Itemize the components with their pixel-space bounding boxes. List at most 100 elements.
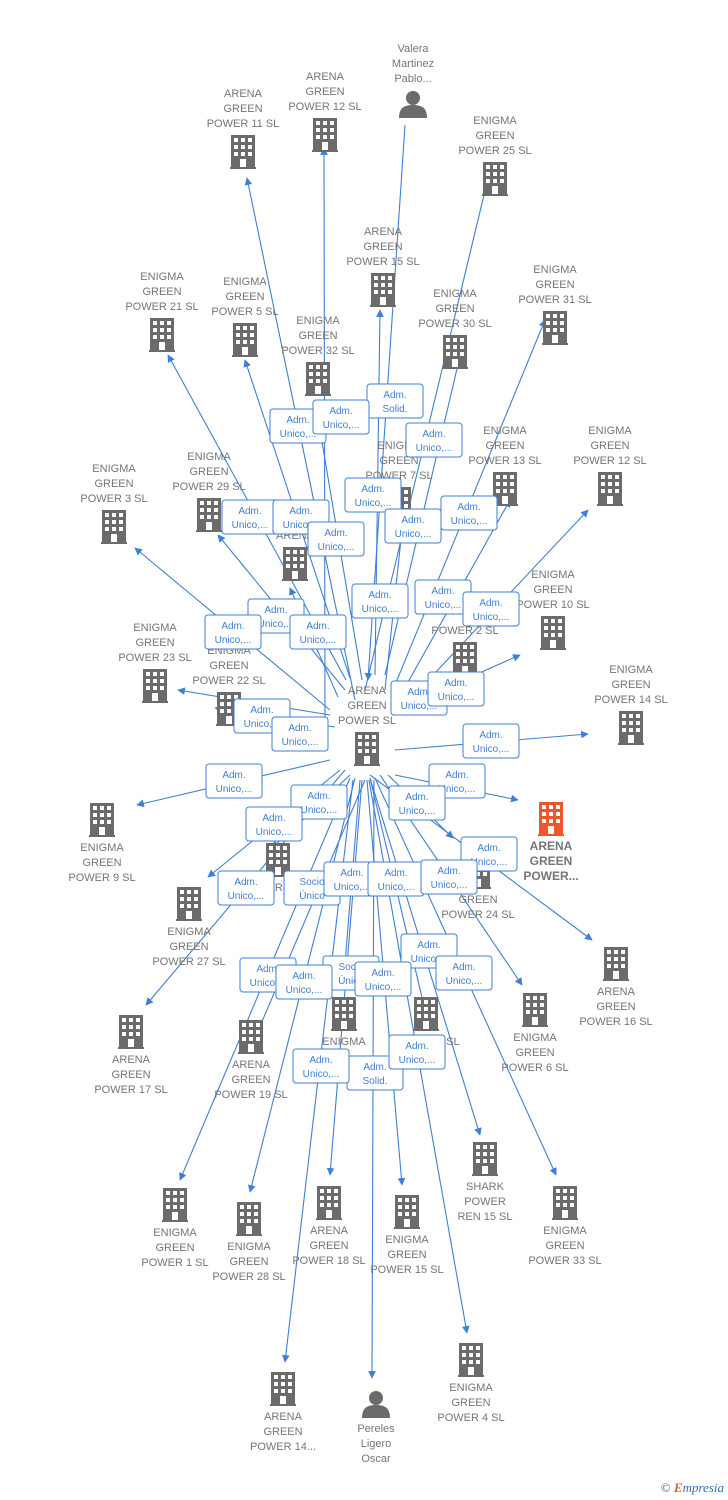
edge-role-text: Adm. bbox=[306, 621, 329, 632]
edge-role-text: Unico,... bbox=[250, 978, 287, 989]
building-icon bbox=[118, 1015, 144, 1049]
node-label: ENIGMA bbox=[296, 315, 340, 327]
node-label: GREEN bbox=[263, 1426, 302, 1438]
node-label: POWER 5 SL bbox=[211, 306, 278, 318]
edge-role-label: Adm.Unico,... bbox=[292, 1048, 350, 1084]
edge-role-text: Unico,... bbox=[280, 429, 317, 440]
node-label: ARENA bbox=[348, 685, 387, 697]
node-label: POWER 30 SL bbox=[418, 318, 491, 330]
node-company[interactable]: ENIGMA bbox=[322, 997, 366, 1048]
edge-role-text: Adm. bbox=[238, 506, 261, 517]
edge-role-text: Adm. bbox=[289, 506, 312, 517]
edge-role-label: Adm.Unico,... bbox=[440, 495, 498, 531]
node-company[interactable]: POWER 2 SL bbox=[431, 625, 499, 676]
edge-role-text: Adm. bbox=[234, 877, 257, 888]
edge-role-text: Adm. bbox=[361, 484, 384, 495]
edge-role-label: Adm.Unico,... bbox=[245, 806, 303, 842]
edge-role-label: Adm.Solid. bbox=[366, 383, 424, 419]
node-label: GREEN bbox=[515, 1047, 554, 1059]
node-label: GREEN bbox=[530, 854, 573, 868]
edge-role-text: Unico,... bbox=[244, 719, 281, 730]
node-label: GREEN bbox=[189, 466, 228, 478]
node-label: GREEN bbox=[379, 455, 418, 467]
node-label: ENIGMA bbox=[588, 425, 632, 437]
node-label: Ligero bbox=[361, 1438, 392, 1450]
node-label: POWER 27 SL bbox=[152, 956, 225, 968]
edge-role-text: Adm. bbox=[477, 843, 500, 854]
building-icon bbox=[597, 472, 623, 506]
building-icon bbox=[89, 803, 115, 837]
building-icon bbox=[482, 162, 508, 196]
node-label: GREEN bbox=[545, 1240, 584, 1252]
node-label: GREEN bbox=[225, 291, 264, 303]
node-label: ENIGMA bbox=[167, 926, 211, 938]
edge-role-text: Adm. bbox=[221, 621, 244, 632]
edge-role-text: Unico,... bbox=[323, 420, 360, 431]
node-label: ENIGMA bbox=[92, 463, 136, 475]
edge-role-text: Unico,... bbox=[399, 1055, 436, 1066]
node-label: POWER 24 SL bbox=[441, 909, 514, 921]
node-label: GREEN bbox=[533, 584, 572, 596]
node-label: POWER 11 SL bbox=[207, 118, 280, 130]
node-label: POWER 22 SL bbox=[192, 675, 265, 687]
edge-role-text: Adm. bbox=[371, 968, 394, 979]
edge-role-text: Unico,... bbox=[399, 806, 436, 817]
node-label: GREEN bbox=[347, 700, 386, 712]
edge-role-text: Adm. bbox=[264, 605, 287, 616]
node-label: POWER 14... bbox=[250, 1441, 316, 1453]
node-label: POWER 19 SL bbox=[214, 1089, 287, 1101]
edge-role-text: Adm. bbox=[292, 971, 315, 982]
edge-role-label: Adm.Unico,... bbox=[290, 784, 348, 820]
brand-name: mpresia bbox=[682, 1480, 724, 1495]
node-label: GREEN bbox=[209, 660, 248, 672]
node-person[interactable]: ValeraMartinezPablo... bbox=[392, 43, 434, 118]
edge-role-label: Adm.Unico,... bbox=[275, 964, 333, 1000]
node-company[interactable]: ARENAGREENPOWER... bbox=[523, 802, 579, 883]
edge-role-label: Adm. Unico,... bbox=[344, 477, 402, 513]
node-label: ENIGMA bbox=[433, 288, 477, 300]
edge-role-text: Unico,... bbox=[355, 498, 392, 509]
edge-role-text: Unico,... bbox=[401, 701, 438, 712]
node-label: POWER 4 SL bbox=[437, 1412, 504, 1424]
building-icon bbox=[442, 335, 468, 369]
edge-role-label: Adm.Unico,... bbox=[388, 1034, 446, 1070]
edge-role-text: Adm. bbox=[307, 791, 330, 802]
brand-initial: E bbox=[673, 1480, 683, 1495]
building-icon bbox=[413, 997, 439, 1031]
node-label: ARENA bbox=[530, 839, 573, 853]
edge-role-text: Unico,... bbox=[256, 827, 293, 838]
